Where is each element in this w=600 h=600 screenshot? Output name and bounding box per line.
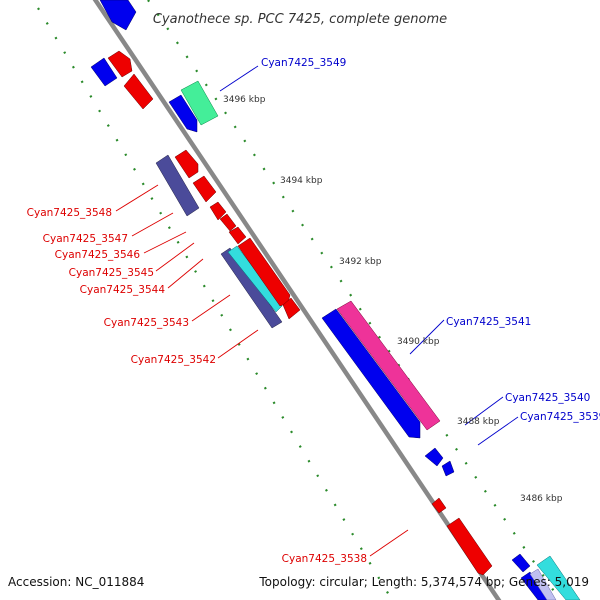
forward-gene-arrow	[321, 308, 421, 439]
tick-label: 3488 kbp	[457, 417, 500, 427]
forward-gene-arrow	[90, 57, 118, 87]
gene-labels: Cyan7425_3549 Cyan7425_3548 Cyan7425_354…	[27, 57, 600, 565]
forward-gene-arrow	[99, 0, 137, 31]
reverse-gene-arrow	[123, 73, 154, 110]
tick-label: 3486 kbp	[520, 494, 563, 504]
leader-line	[131, 212, 174, 237]
leader-line	[191, 294, 231, 322]
cyan-feature	[227, 245, 283, 313]
topology-label: Topology: circular; Length: 5,374,574 bp…	[258, 575, 589, 589]
gene-label-3546: Cyan7425_3546	[55, 249, 141, 261]
reverse-gene-arrow	[174, 149, 199, 179]
rna-feature	[155, 154, 200, 217]
leader-line	[167, 258, 204, 289]
gene-label-3539: Cyan7425_3539	[520, 411, 600, 423]
genome-backbone	[92, 0, 502, 600]
leader-line	[217, 329, 259, 359]
leader-line	[115, 184, 159, 212]
inner-tick-track	[37, 7, 393, 600]
map-title: Cyanothece sp. PCC 7425, complete genome	[153, 12, 447, 27]
leader-line	[409, 319, 445, 355]
forward-gene-arrow	[168, 94, 198, 133]
gene-label-3541: Cyan7425_3541	[446, 316, 531, 328]
leader-line	[477, 416, 519, 446]
leader-line	[155, 242, 195, 272]
tick-label: 3490 kbp	[397, 337, 440, 347]
label-leader-lines	[115, 65, 519, 557]
gene-label-3548: Cyan7425_3548	[27, 207, 112, 219]
tick-label: 3494 kbp	[280, 176, 323, 186]
gene-label-3547: Cyan7425_3547	[43, 233, 128, 245]
accession-label: Accession: NC_011884	[8, 575, 144, 589]
forward-gene-arrow	[529, 568, 557, 600]
cyan-feature	[536, 555, 581, 600]
tick-label: 3492 kbp	[339, 257, 382, 267]
reverse-gene-arrow	[431, 497, 447, 514]
reverse-gene-arrow	[228, 226, 247, 245]
tick-labels: 3496 kbp 3494 kbp 3492 kbp 3490 kbp 3488…	[223, 95, 563, 504]
reverse-gene-arrow	[219, 213, 237, 232]
leader-line	[369, 529, 409, 557]
forward-gene-arrow	[520, 571, 549, 600]
reverse-gene-arrow	[209, 201, 227, 221]
mint-feature	[180, 80, 219, 126]
reverse-gene-arrow	[237, 237, 291, 307]
gene-label-3544: Cyan7425_3544	[80, 284, 166, 296]
reverse-gene-arrow	[282, 297, 301, 320]
forward-gene-arrow	[424, 447, 444, 467]
reverse-gene-arrow	[107, 50, 133, 78]
forward-gene-arrow	[441, 460, 455, 477]
rna-feature	[220, 247, 283, 329]
reverse-gene-arrow	[192, 175, 217, 203]
gene-features	[90, 0, 581, 600]
gene-label-3538: Cyan7425_3538	[282, 553, 367, 565]
gene-label-3549: Cyan7425_3549	[261, 57, 346, 69]
gene-label-3543: Cyan7425_3543	[104, 317, 189, 329]
forward-gene-arrow	[511, 553, 531, 573]
gene-label-3542: Cyan7425_3542	[131, 354, 216, 366]
gene-label-3545: Cyan7425_3545	[69, 267, 154, 279]
reverse-gene-arrow	[446, 517, 493, 576]
leader-line	[219, 65, 259, 92]
tick-label: 3496 kbp	[223, 95, 266, 105]
leader-line	[143, 231, 187, 254]
leader-line	[464, 396, 504, 426]
outer-tick-track	[147, 0, 561, 600]
magenta-feature	[336, 300, 441, 431]
gene-label-3540: Cyan7425_3540	[505, 392, 590, 404]
